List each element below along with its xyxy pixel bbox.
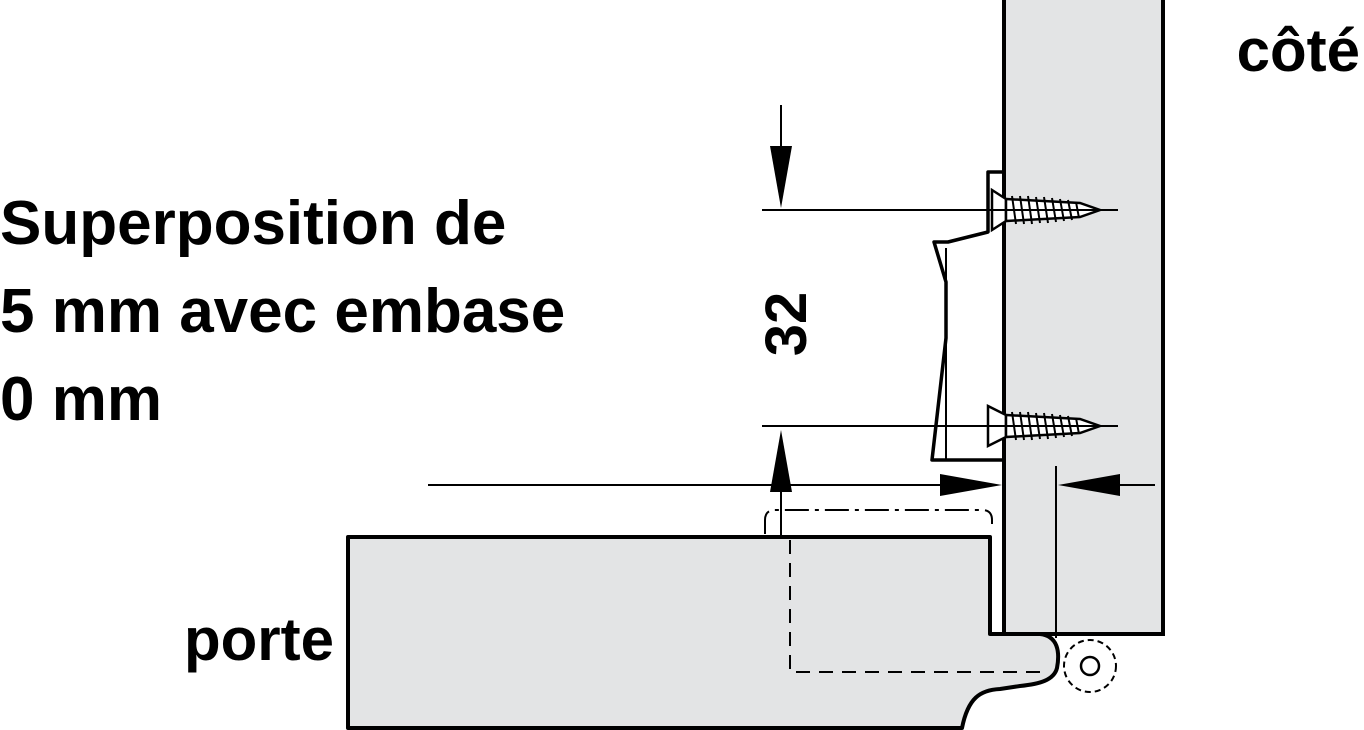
door-panel <box>346 535 1061 730</box>
pivot-outer <box>1063 639 1117 693</box>
title-line-1: Superposition de <box>0 189 506 258</box>
overlay-arrow-right-head <box>1058 474 1120 496</box>
pivot-inner <box>1079 655 1101 677</box>
side-label: côté <box>1237 17 1360 84</box>
hinge-cup-dashed <box>789 540 1044 673</box>
title-line-2: 5 mm avec embase <box>0 277 565 346</box>
dim-arrow-top-head <box>770 146 792 208</box>
mounting-plate <box>930 170 1002 462</box>
overlay-arrow-left-head <box>940 474 1002 496</box>
title-line-3: 0 mm <box>0 365 162 434</box>
door-label: porte <box>184 606 334 673</box>
dimension-label: 32 <box>754 292 819 357</box>
dim-arrow-bottom-head <box>770 430 792 492</box>
reference-line-dashdot <box>764 509 993 534</box>
side-panel <box>1002 0 1165 636</box>
